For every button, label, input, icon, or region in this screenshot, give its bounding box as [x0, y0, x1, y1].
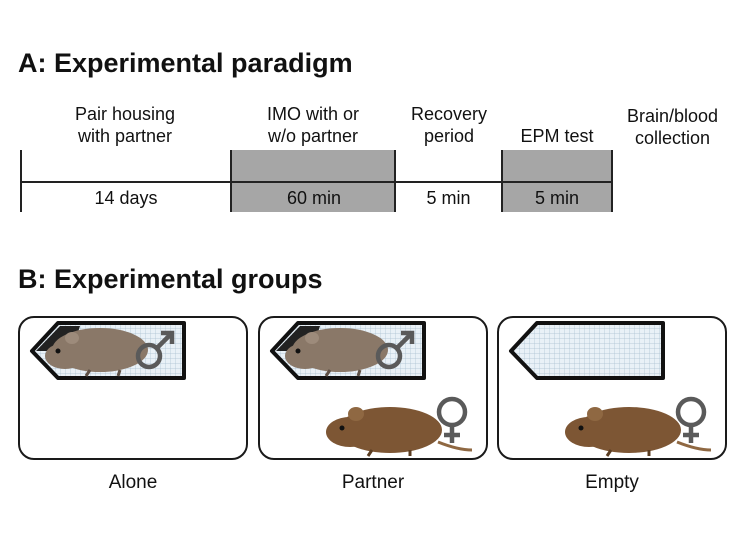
phase-label-line: with partner	[77, 126, 173, 146]
section-b-title: B: Experimental groups	[18, 264, 323, 294]
phase-label-line: period	[423, 126, 475, 146]
empty-tube-icon	[509, 321, 665, 380]
caption-empty: Empty	[585, 472, 639, 493]
duration-imo: 60 min	[286, 188, 342, 208]
phase-label-recovery: Recovery period	[396, 103, 502, 147]
phase-label-pair-housing: Pair housing with partner	[40, 103, 210, 147]
section-a-title: A: Experimental paradigm	[18, 48, 353, 78]
duration-recovery: 5 min	[426, 188, 471, 208]
timeline-axis	[20, 181, 613, 183]
empty-scene	[509, 321, 712, 457]
final-step-line: Brain/blood	[626, 106, 719, 126]
male-symbol-icon	[135, 330, 175, 370]
phase-label-line: Recovery	[410, 104, 488, 124]
female-symbol-icon	[436, 396, 468, 443]
female-symbol-icon	[675, 396, 707, 443]
timeline-start-tick	[20, 150, 22, 212]
phase-label-line: IMO with or	[266, 104, 359, 124]
caption-alone: Alone	[108, 472, 158, 493]
male-symbol-icon	[375, 330, 415, 370]
final-step-label: Brain/blood collection	[614, 105, 731, 149]
restraint-tube-male	[30, 321, 186, 380]
group-panel-partner	[258, 316, 488, 460]
phase-label-imo: IMO with or w/o partner	[232, 103, 394, 147]
vole-restrained-icon	[45, 328, 148, 377]
group-panel-alone	[18, 316, 248, 460]
phase-label-line: Pair housing	[74, 104, 176, 124]
vole-free-icon	[326, 407, 473, 457]
caption-partner: Partner	[341, 472, 405, 493]
phase-label-line: EPM test	[520, 126, 594, 146]
group-panel-empty	[497, 316, 727, 460]
final-step-line: collection	[634, 128, 711, 148]
duration-pair-housing: 14 days	[94, 188, 158, 208]
duration-epm: 5 min	[534, 188, 579, 208]
phase-label-epm: EPM test	[502, 125, 612, 147]
vole-free-icon	[565, 407, 712, 457]
phase-label-line: w/o partner	[267, 126, 359, 146]
partner-scene	[270, 321, 473, 457]
vole-restrained-icon	[285, 328, 388, 377]
